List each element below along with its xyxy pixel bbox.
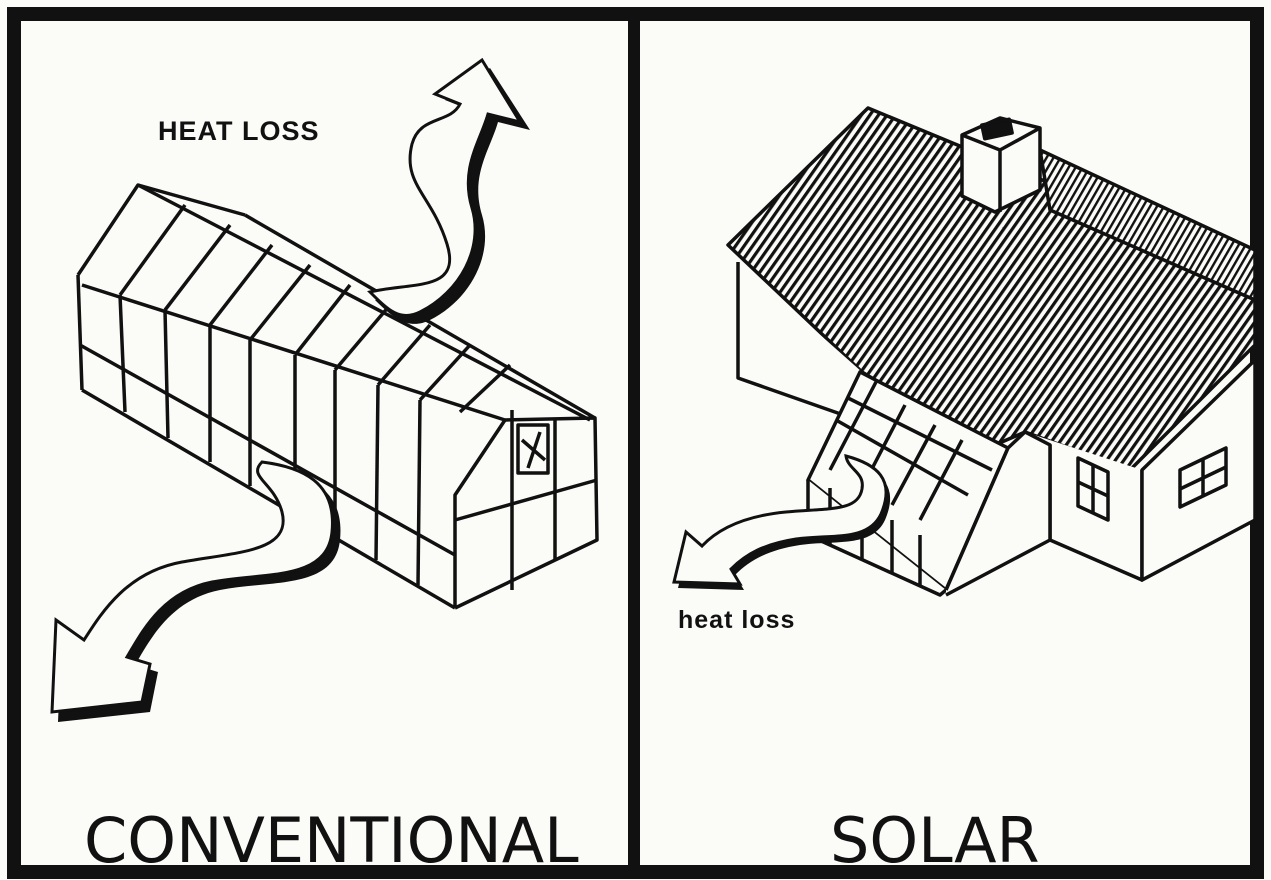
conventional-caption: CONVENTIONAL xyxy=(84,804,579,877)
heat-loss-arrow-down xyxy=(50,460,341,722)
heat-loss-arrow-up xyxy=(367,57,530,324)
panel-frame xyxy=(7,7,1264,879)
heat-loss-arrow-solar xyxy=(672,453,891,590)
solar-panel: heat loss SOLAR xyxy=(672,106,1257,877)
greenhouse-illustration xyxy=(76,183,599,610)
heat-loss-label-conventional: HEAT LOSS xyxy=(158,116,320,146)
heat-loss-label-solar: heat loss xyxy=(678,606,795,634)
house-illustration xyxy=(726,106,1257,597)
conventional-panel: HEAT LOSS CONVENTIONAL xyxy=(50,57,599,877)
solar-caption: SOLAR xyxy=(830,804,1040,877)
